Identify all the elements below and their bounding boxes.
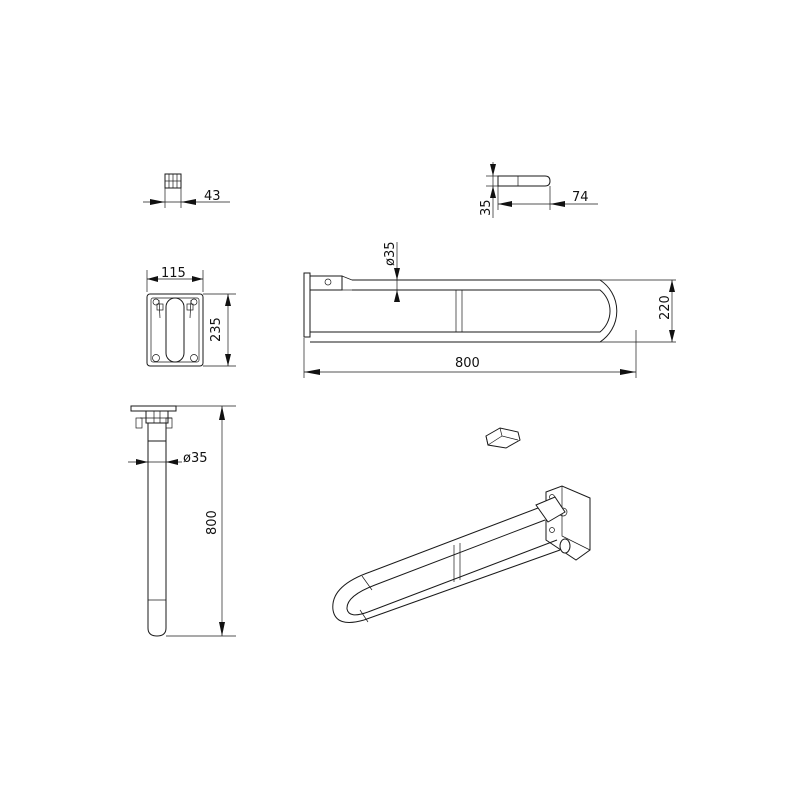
bar-side-view bbox=[128, 405, 236, 637]
dim-clip-side-height: 35 bbox=[479, 199, 494, 216]
clip-top-view bbox=[143, 173, 230, 208]
bar-top-view bbox=[303, 242, 676, 378]
clip-side-view bbox=[486, 162, 598, 218]
dim-bar-height: 220 bbox=[658, 295, 673, 320]
clip-isometric bbox=[485, 427, 521, 449]
dim-side-length: 800 bbox=[205, 510, 220, 535]
grab-bar-isometric bbox=[332, 485, 591, 623]
wall-plate-front-view bbox=[146, 270, 236, 367]
dim-tube-diameter-side: ø35 bbox=[183, 451, 208, 466]
dim-plate-height: 235 bbox=[209, 317, 224, 342]
dim-plate-width: 115 bbox=[161, 266, 186, 281]
dim-tube-diameter-top: ø35 bbox=[383, 242, 398, 267]
dim-bar-length: 800 bbox=[455, 356, 480, 371]
dim-clip-side-width: 74 bbox=[572, 190, 589, 205]
dim-clip-width: 43 bbox=[204, 189, 221, 204]
